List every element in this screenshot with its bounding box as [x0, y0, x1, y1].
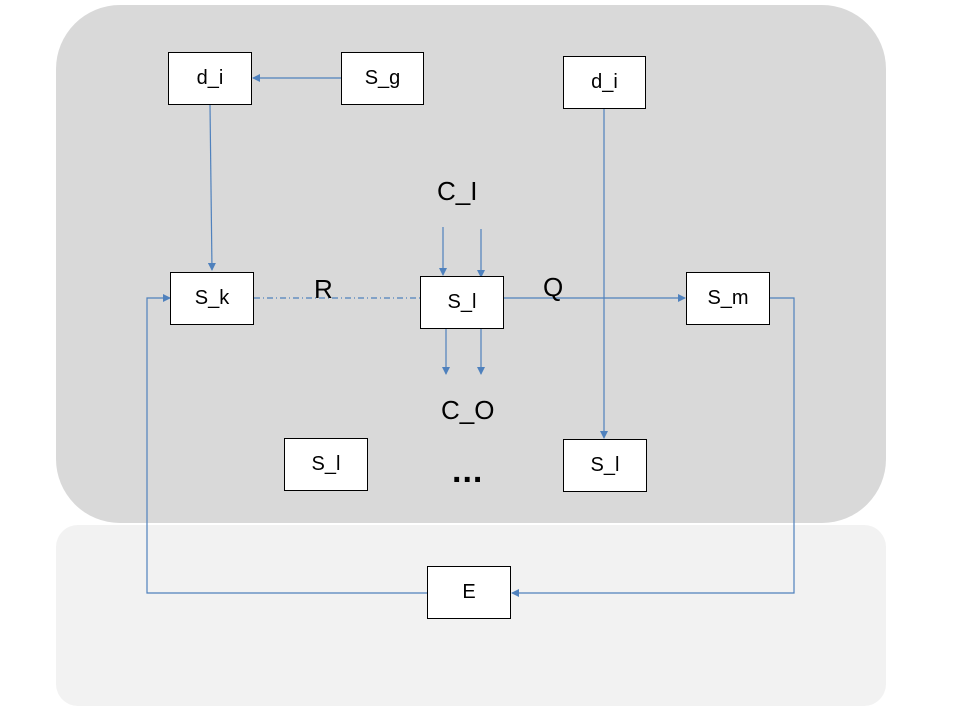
node-s-m: S_m — [686, 272, 770, 325]
label-ellipsis: ... — [452, 452, 484, 490]
node-d-i-right: d_i — [563, 56, 646, 109]
node-s-l-center: S_l — [420, 276, 504, 329]
edge-e-to-sk — [146, 294, 428, 594]
edge-sm-to-e — [511, 297, 795, 597]
label-c-o: C_O — [441, 395, 495, 425]
node-s-l-bottom-left: S_l — [284, 438, 368, 491]
label-q: Q — [543, 272, 564, 302]
label-r: R — [314, 274, 333, 304]
node-e: E — [427, 566, 511, 619]
node-s-k: S_k — [170, 272, 254, 325]
node-d-i-left: d_i — [168, 52, 252, 105]
label-c-i: C_I — [437, 176, 478, 206]
node-s-l-bottom-right: S_l — [563, 439, 647, 492]
edge-di-to-sk — [207, 104, 216, 271]
node-s-g: S_g — [341, 52, 424, 105]
